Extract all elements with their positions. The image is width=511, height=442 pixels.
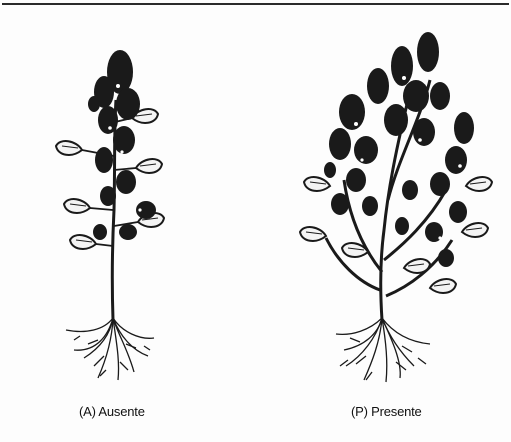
roots-absent xyxy=(66,318,154,380)
caption-present: (P) Presente xyxy=(351,404,422,419)
inflorescence-present xyxy=(324,32,474,267)
leaf-icon xyxy=(64,199,90,213)
leaf-icon xyxy=(466,177,492,191)
caption-absent: (A) Ausente xyxy=(79,404,145,419)
leaf-icon xyxy=(70,235,96,249)
leaf-icon xyxy=(430,279,456,293)
inflorescence-absent xyxy=(88,50,156,240)
leaf-icon xyxy=(300,227,326,241)
leaf-icon xyxy=(136,159,162,173)
plant-present xyxy=(300,32,492,382)
roots-present xyxy=(336,318,430,382)
leaf-icon xyxy=(56,141,82,155)
leaf-icon xyxy=(304,177,330,191)
leaf-icon xyxy=(404,259,430,273)
plant-absent xyxy=(56,50,164,380)
leaf-icon xyxy=(462,223,488,237)
